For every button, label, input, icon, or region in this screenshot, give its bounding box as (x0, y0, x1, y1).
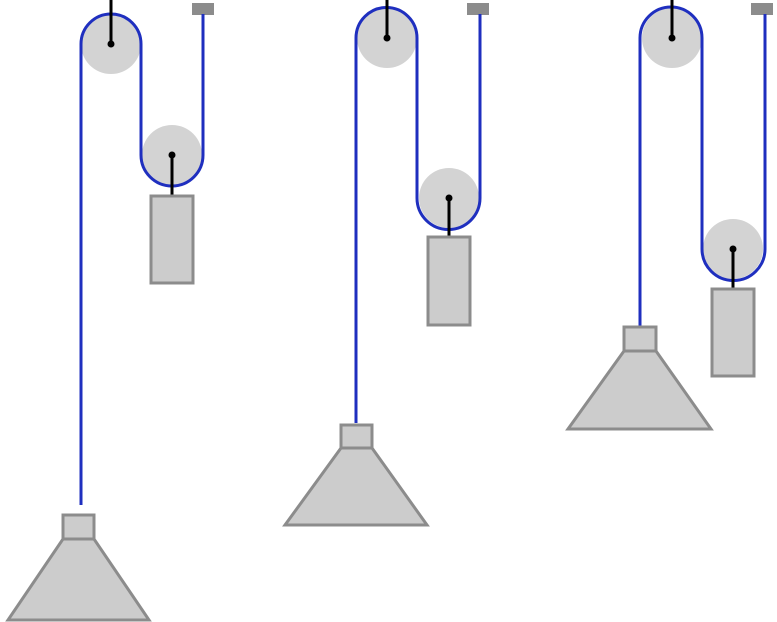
ceiling-anchor (467, 3, 489, 15)
rope (638, 5, 767, 326)
fixed-pulley-axle (668, 34, 676, 42)
pulley-system-3 (565, 0, 773, 431)
rope (79, 12, 205, 505)
movable-pulley-axle (445, 194, 453, 202)
movable-pulley-axle (729, 245, 737, 253)
ceiling-anchor (192, 3, 214, 15)
fixed-pulley-axle (383, 34, 391, 42)
cone-load-cap (61, 513, 96, 541)
cone-load-cap (339, 423, 374, 450)
cone-load (5, 537, 152, 622)
ceiling-anchor (751, 3, 773, 15)
hanging-block (149, 194, 195, 285)
fixed-pulley-axle (107, 40, 115, 48)
pulley-system-1 (5, 0, 214, 622)
hanging-block (426, 235, 472, 327)
hanging-block (710, 287, 756, 378)
pulley-system-2 (282, 0, 489, 527)
cone-load (565, 349, 714, 431)
movable-pulley-axle (168, 151, 176, 159)
cone-load-cap (622, 325, 658, 353)
rope (354, 6, 482, 423)
cone-load (282, 446, 430, 527)
